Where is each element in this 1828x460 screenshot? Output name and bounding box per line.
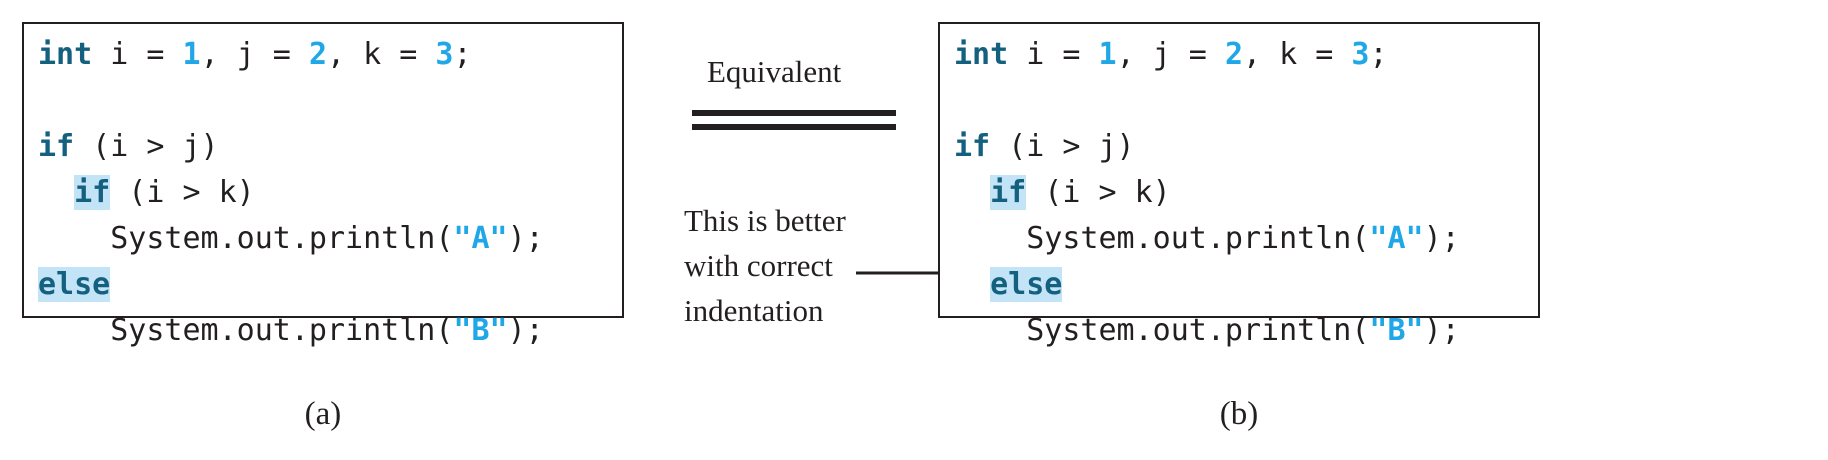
code-token-literal: 2: [1224, 37, 1243, 72]
code-line: if (i > j): [954, 124, 1460, 170]
code-token-plain: [38, 175, 74, 210]
equivalent-label: Equivalent: [707, 54, 842, 89]
code-token-plain: i =: [92, 37, 183, 72]
code-token-plain: );: [1423, 313, 1460, 348]
code-panel-a: int i = 1, j = 2, k = 3; if (i > j) if (…: [22, 22, 624, 348]
code-token-literal: "A": [453, 221, 508, 256]
code-token-plain: );: [507, 313, 544, 348]
figure-caption-b: (b): [1219, 396, 1259, 432]
code-line: else: [38, 262, 544, 308]
code-token-plain: (i > j): [74, 129, 219, 164]
code-token-keyword: if: [990, 175, 1027, 210]
code-token-keyword: if: [74, 175, 111, 210]
code-token-plain: System.out.println(: [954, 313, 1370, 348]
code-token-literal: "B": [453, 313, 508, 348]
code-token-keyword: if: [38, 129, 75, 164]
code-token-plain: (i > j): [990, 129, 1135, 164]
note-line-2: with correct: [684, 248, 833, 283]
code-token-literal: 3: [1351, 37, 1370, 72]
code-token-literal: "A": [1369, 221, 1424, 256]
code-line: System.out.println("A");: [954, 216, 1460, 262]
code-token-plain: (i > k): [1026, 175, 1171, 210]
code-token-literal: 1: [182, 37, 201, 72]
code-token-plain: ;: [1369, 37, 1388, 72]
code-token-literal: 2: [308, 37, 327, 72]
code-token-plain: ;: [453, 37, 472, 72]
code-token-keyword: int: [954, 37, 1009, 72]
code-token-plain: , k =: [327, 37, 436, 72]
code-line: System.out.println("B");: [38, 308, 544, 354]
note-line-3: indentation: [684, 293, 824, 328]
code-line: else: [954, 262, 1460, 308]
code-line: System.out.println("B");: [954, 308, 1460, 354]
code-token-keyword: if: [954, 129, 991, 164]
code-panel-b: int i = 1, j = 2, k = 3; if (i > j) if (…: [938, 22, 1540, 348]
code-token-literal: "B": [1369, 313, 1424, 348]
code-block-a: int i = 1, j = 2, k = 3; if (i > j) if (…: [38, 32, 544, 354]
code-token-plain: [954, 267, 990, 302]
code-token-literal: 3: [435, 37, 454, 72]
code-token-plain: , j =: [200, 37, 309, 72]
code-token-plain: );: [1423, 221, 1460, 256]
figure-caption-a: (a): [304, 396, 342, 432]
code-token-plain: , j =: [1116, 37, 1225, 72]
note-line-1: This is better: [684, 203, 846, 238]
equals-bar-bottom: [692, 124, 896, 130]
indentation-note: This is better with correct indentation: [684, 198, 846, 333]
equals-symbol-icon: [692, 110, 896, 130]
code-token-plain: System.out.println(: [954, 221, 1370, 256]
code-token-plain: System.out.println(: [38, 221, 454, 256]
code-line: if (i > j): [38, 124, 544, 170]
code-line: System.out.println("A");: [38, 216, 544, 262]
code-token-plain: [954, 175, 990, 210]
code-token-plain: i =: [1008, 37, 1099, 72]
code-line: [954, 78, 1460, 124]
equals-bar-top: [692, 110, 896, 116]
code-line: if (i > k): [38, 170, 544, 216]
code-token-keyword: else: [38, 267, 111, 302]
code-line: if (i > k): [954, 170, 1460, 216]
code-line: int i = 1, j = 2, k = 3;: [954, 32, 1460, 78]
code-block-b: int i = 1, j = 2, k = 3; if (i > j) if (…: [954, 32, 1460, 354]
code-token-plain: , k =: [1243, 37, 1352, 72]
code-line: [38, 78, 544, 124]
code-token-plain: );: [507, 221, 544, 256]
code-token-literal: 1: [1098, 37, 1117, 72]
code-token-keyword: int: [38, 37, 93, 72]
code-token-plain: (i > k): [110, 175, 255, 210]
code-token-keyword: else: [990, 267, 1063, 302]
code-line: int i = 1, j = 2, k = 3;: [38, 32, 544, 78]
code-token-plain: System.out.println(: [38, 313, 454, 348]
